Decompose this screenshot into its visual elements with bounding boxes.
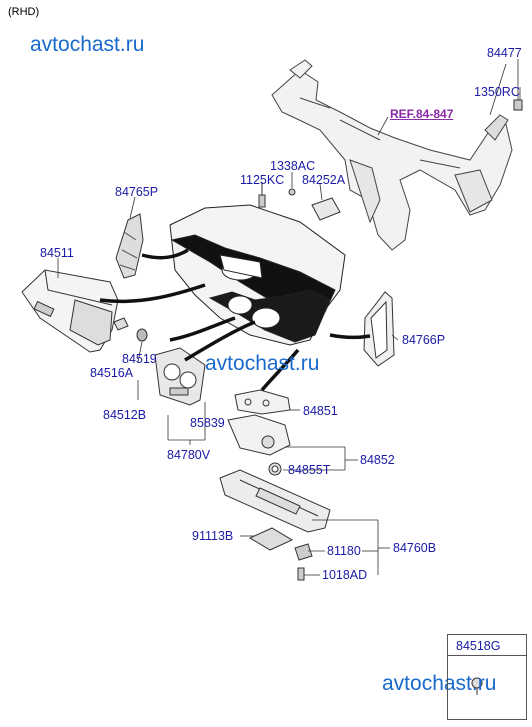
part-84252A[interactable]: 84252A [302,173,346,187]
ring-84855T [268,462,282,476]
side-cover-right [363,291,395,367]
pad-91113B [248,527,294,551]
bracket-84252A [311,197,341,221]
part-1018AD[interactable]: 1018AD [322,568,368,582]
part-84780V[interactable]: 84780V [167,448,211,462]
part-84766P[interactable]: 84766P [402,333,446,347]
crossmember-frame [271,59,513,251]
inset-box-header [448,635,526,656]
part-84519[interactable]: 84519 [122,352,157,366]
part-84511[interactable]: 84511 [40,246,74,260]
screw-1018AD [297,567,305,581]
part-1338AC[interactable]: 1338AC [270,159,316,173]
part-91113B[interactable]: 91113B [192,529,234,543]
cluster-fascia-lower [227,414,291,456]
cluster-fascia-upper [234,389,291,415]
ref-label[interactable]: REF.84-847 [390,107,454,121]
watermark-top: avtochast.ru [30,33,145,56]
leader-lines [57,59,521,576]
glove-box [21,269,119,353]
bolt-1350RC [513,99,523,111]
part-84518G[interactable]: 84518G [456,639,501,653]
part-1350RC[interactable]: 1350RC [474,85,520,99]
crash-pad-assembly [169,204,346,346]
center-fascia [154,347,206,406]
watermark-bottom: avtochast.ru [382,672,497,695]
part-84765P[interactable]: 84765P [115,185,159,199]
part-84852[interactable]: 84852 [360,453,395,467]
part-1125KC[interactable]: 1125KC [240,173,285,187]
part-84477[interactable]: 84477 [487,46,522,60]
inset-box: 84518G [447,634,527,720]
clip-81180 [294,543,313,561]
lower-tray [219,469,331,533]
assembly-arrows [99,248,371,392]
latch-84516A [113,317,129,331]
side-cover-left [115,213,144,279]
part-84760B[interactable]: 84760B [393,541,437,555]
inset-part-84518G [471,677,483,695]
part-84851[interactable]: 84851 [303,404,338,418]
nut-1338AC [288,188,296,196]
part-84855T[interactable]: 84855T [288,463,331,477]
part-85839[interactable]: 85839 [190,416,225,430]
bumper-84519 [136,328,148,342]
part-81180[interactable]: 81180 [327,544,361,558]
part-84516A[interactable]: 84516A [90,366,134,380]
watermark-middle: avtochast.ru [205,352,320,375]
part-84512B[interactable]: 84512B [103,408,147,422]
variant-label: (RHD) [8,6,40,18]
